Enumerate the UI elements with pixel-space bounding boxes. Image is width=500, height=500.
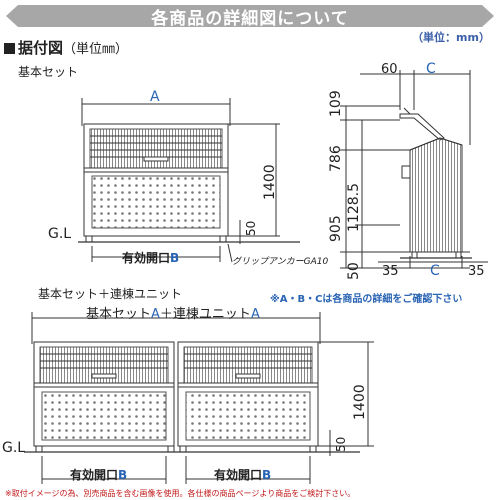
abc-note: ※A・B・Cは各商品の詳細をご確認下さい: [270, 294, 463, 305]
footer-note: ※取付イメージの為、別売商品を含む画像を使用。各仕様の商品ページより商品をご検討…: [5, 489, 356, 498]
side-dim-786: 786: [328, 145, 344, 172]
combo-set-front-view: [24, 312, 374, 484]
basic-set-front-view: [78, 98, 300, 263]
side-top-60: 60: [381, 62, 398, 77]
basic-dim-1400: 1400: [262, 164, 278, 200]
side-bottom-35-right: 35: [468, 264, 485, 279]
side-top-c: C: [426, 61, 436, 77]
basic-set-label: 基本セット: [18, 65, 79, 79]
basic-dim-50: 50: [244, 220, 258, 236]
combo-set-label: 基本セット＋連棟ユニット: [38, 287, 183, 301]
basic-dim-a: A: [150, 89, 160, 105]
square-bullet-icon: [4, 43, 15, 54]
header-banner-bar: [6, 5, 494, 27]
side-dim-905: 905: [328, 215, 344, 242]
side-view: [340, 70, 488, 269]
combo-opening-1: 有効開口B: [70, 468, 128, 482]
combo-opening-2: 有効開口B: [214, 468, 272, 482]
basic-opening: 有効開口B: [122, 251, 180, 265]
side-dim-50: 50: [346, 262, 362, 280]
side-dim-109: 109: [328, 90, 344, 117]
side-bottom-c: C: [430, 263, 440, 279]
basic-gl-label: G.L: [48, 226, 72, 242]
section-title: 据付図（単位㎜）: [4, 37, 128, 58]
combo-dim-50: 50: [334, 436, 348, 452]
combo-dim-1400: 1400: [352, 384, 368, 420]
combo-dim-top: 基本セットA＋連棟ユニットA: [86, 307, 260, 322]
side-bottom-35-left: 35: [382, 264, 399, 279]
header-title: 各商品の詳細図について: [151, 9, 349, 29]
unit-note: （単位：mm）: [412, 31, 490, 44]
anchor-label: グリップアンカーGA10: [232, 257, 329, 267]
header-banner: 各商品の詳細図について: [0, 0, 500, 32]
side-dim-1128: 1128.5: [346, 183, 362, 232]
combo-gl-label: G.L: [2, 440, 26, 456]
